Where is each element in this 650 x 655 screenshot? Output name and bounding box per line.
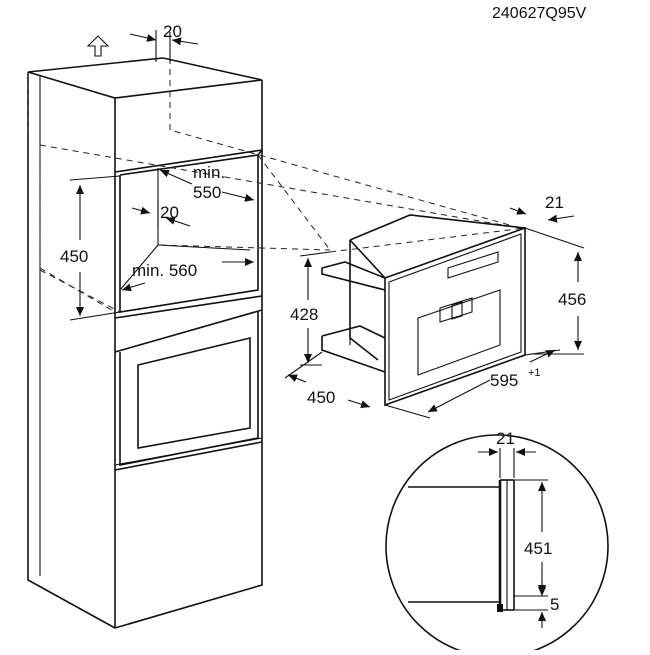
dim-detail-frame: 21	[478, 429, 536, 478]
dim-niche-height: 450	[60, 175, 121, 321]
dim-depth-label: 450	[307, 388, 335, 407]
dim-detail-height-label: 451	[524, 539, 552, 558]
dim-frame-thickness: 21	[509, 193, 585, 249]
up-arrow-icon	[86, 35, 110, 57]
dim-body-height: 428	[290, 251, 331, 366]
dim-width: 595 +1	[384, 349, 561, 419]
tall-cabinet	[27, 35, 521, 629]
coffee-machine	[321, 214, 526, 407]
document-code: 240627Q95V	[492, 5, 587, 22]
dim-niche-depth-label-b: 550	[193, 183, 221, 202]
dim-detail-gap: 5	[514, 582, 559, 628]
dim-width-label: 595	[490, 371, 518, 390]
dim-top-gap: 20	[129, 22, 199, 62]
dim-niche-height-label: 450	[60, 247, 88, 266]
dim-inner-gap-label: 20	[160, 203, 179, 222]
dim-niche-depth: min. 550	[159, 163, 255, 202]
dim-detail-frame-label: 21	[496, 429, 515, 448]
detail-view	[385, 434, 609, 655]
dim-front-height-label: 456	[558, 290, 586, 309]
dim-niche-width: min. 560	[121, 258, 254, 292]
dim-front-height: 456	[530, 252, 586, 355]
dim-niche-width-label: min. 560	[132, 261, 197, 280]
dim-detail-height: 451	[514, 479, 552, 597]
dim-niche-depth-label-a: min.	[193, 163, 225, 182]
dim-width-tolerance: +1	[528, 367, 541, 379]
dim-body-height-label: 428	[290, 305, 318, 324]
dim-detail-gap-label: 5	[550, 595, 559, 614]
dim-inner-gap: 20	[131, 200, 191, 228]
dim-top-gap-label: 20	[163, 22, 182, 41]
dim-frame-thickness-label: 21	[545, 193, 564, 212]
dim-depth: 450	[284, 351, 371, 409]
